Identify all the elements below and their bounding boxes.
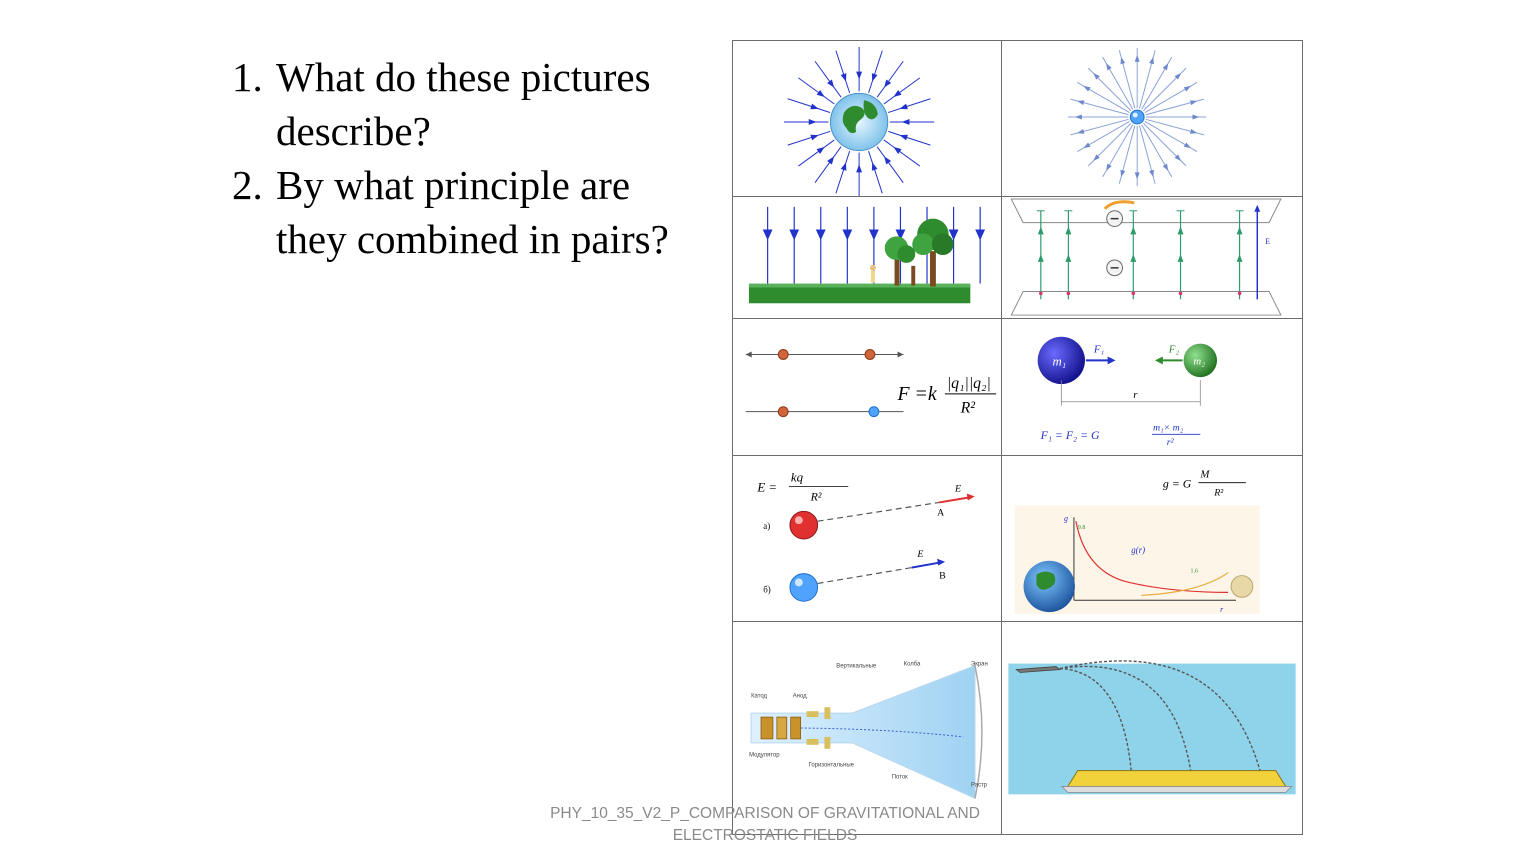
newton-gravitation-drawing: m₁ F₁ m₂ F₂ r F₁ = F₂ = G m₁× m₂ r² bbox=[1037, 336, 1218, 448]
newton-formula-numerator: m₁× m₂ bbox=[1153, 422, 1184, 433]
vector-e-label: E⃗ bbox=[954, 484, 969, 495]
crt-label: Поток bbox=[892, 775, 908, 781]
gravity-field-strength-drawing: g = G M R² g r 9.8 1.6 g(r) bbox=[1014, 469, 1260, 614]
uniform-gravity-field-picture bbox=[732, 196, 1003, 320]
mass-2-ball bbox=[1183, 343, 1218, 378]
value-moon-label: 1.6 bbox=[1191, 569, 1198, 575]
crt-label: Колба bbox=[904, 662, 921, 668]
target-tray bbox=[1066, 770, 1287, 787]
point-charge-field-drawing bbox=[1068, 47, 1207, 187]
slide-footer: PHY_10_35_V2_P_COMPARISON OF GRAVITATION… bbox=[520, 803, 1010, 847]
field-strength-label: E bbox=[1265, 237, 1270, 246]
force-1-label: F₁ bbox=[1093, 344, 1105, 356]
case-a-label: a) bbox=[763, 521, 770, 531]
coulomb-law-picture: F =k |q₁||q₂| R² bbox=[732, 318, 1003, 457]
question-number: 2. bbox=[232, 162, 263, 208]
moon-icon bbox=[1230, 575, 1254, 598]
footer-line: PHY_10_35_V2_P_COMPARISON OF GRAVITATION… bbox=[550, 805, 980, 822]
cathode-ray-tube-picture: Катод Анод Модулятор Вертикальные Колба … bbox=[732, 621, 1003, 835]
mass-1-label: m₁ bbox=[1052, 354, 1066, 368]
efield-formula-numerator: kq bbox=[791, 471, 804, 485]
y-axis-label: g bbox=[1064, 514, 1068, 523]
crt-label: Анод bbox=[793, 693, 807, 699]
negative-charge-ball bbox=[789, 573, 819, 602]
mass-1-ball bbox=[1037, 336, 1085, 385]
newton-gravitation-picture: m₁ F₁ m₂ F₂ r F₁ = F₂ = G m₁× m₂ r² bbox=[1001, 318, 1303, 457]
value-earth-label: 9.8 bbox=[1078, 525, 1085, 531]
curve-label: g(r) bbox=[1131, 545, 1145, 555]
earth-globe-icon bbox=[829, 92, 889, 152]
question-list: 1. What do these pictures describe? 2. B… bbox=[232, 50, 722, 266]
vector-e-label: E⃗ bbox=[916, 549, 931, 560]
question-text-line: What do these pictures bbox=[276, 54, 651, 100]
gravity-field-strength-picture: g = G M R² g r 9.8 1.6 g(r) bbox=[1001, 455, 1303, 623]
question-text-line: describe? bbox=[276, 108, 431, 154]
launcher-icon bbox=[1015, 666, 1061, 673]
question-text-line: By what principle are bbox=[276, 162, 631, 208]
point-charge-icon bbox=[1129, 109, 1145, 125]
earth-radial-field-drawing bbox=[784, 46, 935, 197]
capacitor-uniform-field-picture: E bbox=[1001, 196, 1303, 320]
coulomb-formula-numerator: |q₁||q₂| bbox=[947, 375, 991, 392]
earth-radial-field-picture bbox=[732, 40, 1003, 198]
cathode-ray-tube-drawing: Катод Анод Модулятор Вертикальные Колба … bbox=[749, 662, 988, 800]
force-2-label: F₂ bbox=[1168, 344, 1180, 356]
question-number: 1. bbox=[232, 54, 263, 100]
x-axis-label: r bbox=[1220, 605, 1224, 614]
electric-field-strength-drawing: E = kq R² a) A E⃗ б) B E⃗ bbox=[756, 471, 975, 602]
crt-label: Горизонтальные bbox=[809, 763, 855, 769]
distance-label: r bbox=[1133, 389, 1138, 401]
mass-2-label: m₂ bbox=[1193, 355, 1205, 367]
point-charge-radial-field-picture bbox=[1001, 40, 1303, 198]
crt-label: Вертикальные bbox=[836, 664, 877, 670]
point-b-label: B bbox=[939, 571, 946, 582]
crt-label: Экран bbox=[971, 662, 988, 668]
electric-field-strength-picture: E = kq R² a) A E⃗ б) B E⃗ bbox=[732, 455, 1003, 623]
newton-formula-denominator: r² bbox=[1167, 437, 1175, 448]
coulomb-law-drawing: F =k |q₁||q₂| R² bbox=[745, 349, 997, 418]
projectile-trajectory-picture bbox=[1001, 621, 1303, 835]
question-2: 2. By what principle are they combined i… bbox=[232, 158, 722, 266]
gfield-formula-lhs: g = G bbox=[1163, 477, 1192, 491]
question-text-line: they combined in pairs? bbox=[276, 216, 669, 262]
coulomb-formula-denominator: R² bbox=[960, 400, 976, 417]
footer-line: ELECTROSTATIC FIELDS bbox=[672, 827, 858, 844]
electron-gun-icon bbox=[760, 707, 831, 749]
crt-label: Катод bbox=[751, 693, 767, 699]
point-a-label: A bbox=[937, 507, 945, 518]
gravity-curve bbox=[1075, 521, 1229, 593]
case-b-label: б) bbox=[763, 584, 771, 594]
picture-grid: E F =k |q₁||q₂| R² bbox=[732, 40, 1303, 835]
gfield-formula-numerator: M bbox=[1199, 469, 1210, 481]
efield-formula-denominator: R² bbox=[810, 489, 822, 503]
tree-icon bbox=[884, 218, 954, 287]
newton-formula-lhs: F₁ = F₂ = G bbox=[1040, 428, 1100, 442]
capacitor-field-drawing: E bbox=[1010, 198, 1282, 316]
efield-formula-lhs: E = bbox=[756, 481, 777, 495]
crt-label: Растр bbox=[971, 782, 988, 788]
projectile-trajectory-drawing bbox=[1008, 660, 1296, 795]
gfield-formula-denominator: R² bbox=[1213, 488, 1224, 499]
question-1: 1. What do these pictures describe? bbox=[232, 50, 722, 158]
uniform-gravity-drawing bbox=[748, 206, 986, 304]
coulomb-formula-lhs: F =k bbox=[897, 383, 938, 405]
positive-charge-ball bbox=[789, 510, 819, 540]
crt-label: Модулятор bbox=[749, 753, 780, 759]
